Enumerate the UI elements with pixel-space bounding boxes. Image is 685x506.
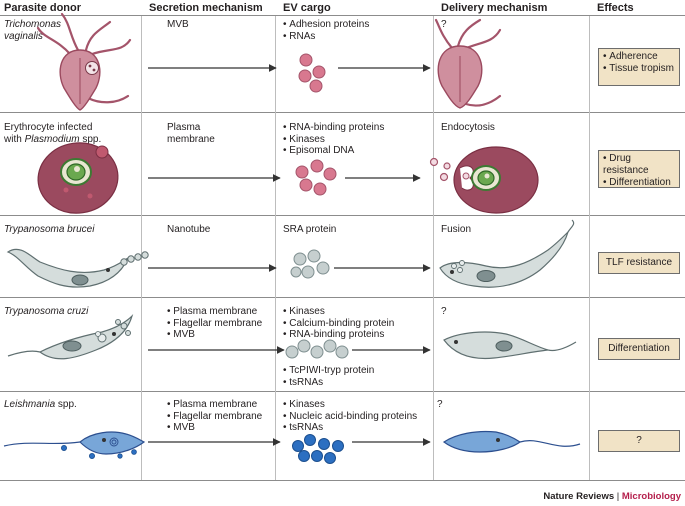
row5-cargo-list: Kinases Nucleic acid-binding proteins ts… — [283, 399, 417, 434]
row3-cargo: SRA protein — [283, 224, 337, 235]
trypanosoma-cruzi-donor-icon — [7, 313, 134, 360]
row4-secretion-item: MVB — [167, 329, 262, 341]
row5-secretion-item: Flagellar membrane — [167, 411, 262, 423]
header-secretion-mechanism: Secretion mechanism — [149, 2, 263, 14]
row2-donor-line1: Erythrocyte infected — [4, 122, 93, 133]
row1-delivery: ? — [441, 19, 447, 30]
row-divider-2 — [0, 215, 685, 216]
row2-cargo-item: RNA-binding proteins — [283, 122, 384, 134]
publisher-name: Nature Reviews — [543, 491, 615, 502]
row-divider-1 — [0, 112, 685, 113]
plasmodium-erythrocyte-donor-icon — [37, 142, 119, 214]
row3-secretion: Nanotube — [167, 224, 211, 235]
row2-ev-vesicles — [295, 159, 337, 196]
trypanosoma-brucei-recipient-icon — [439, 219, 575, 288]
row5-cargo-item: Kinases — [283, 399, 417, 411]
header-parasite-donor: Parasite donor — [4, 2, 82, 14]
row1-cargo-list: Adhesion proteins RNAs — [283, 19, 369, 42]
trypanosoma-cruzi-recipient-icon — [443, 331, 577, 360]
row4-cargo-item: TcPIWI-tryp protein — [283, 365, 374, 377]
row1-effect-item: Tissue tropism — [603, 63, 675, 75]
bottom-rule — [0, 480, 685, 481]
row-divider-4 — [0, 391, 685, 392]
header-effects: Effects — [597, 2, 634, 14]
row3-ev-vesicles — [290, 249, 330, 279]
row4-effects-box: Differentiation — [598, 338, 680, 360]
row2-donor: Erythrocyte infected with Plasmodium spp… — [4, 122, 101, 145]
row5-effects-box: ? — [598, 430, 680, 452]
row5-secretion-item: MVB — [167, 422, 262, 434]
row-divider-3 — [0, 297, 685, 298]
row4-delivery: ? — [441, 306, 447, 317]
row5-donor-suffix: spp. — [55, 399, 77, 410]
row4-cargo-item: tsRNAs — [283, 377, 374, 389]
row2-cargo-item: Kinases — [283, 134, 384, 146]
row4-cargo-item: RNA-binding proteins — [283, 329, 394, 341]
leishmania-recipient-icon — [442, 430, 581, 453]
row5-ev-vesicles — [292, 434, 344, 464]
row3-donor: Trypanosoma brucei — [4, 224, 95, 235]
row3-delivery: Fusion — [441, 224, 472, 235]
row2-effect-item: Drug resistance — [603, 153, 675, 177]
row1-ev-vesicles — [298, 53, 326, 93]
row1-effects-box: Adherence Tissue tropism — [598, 48, 680, 86]
row2-donor-prefix: with — [4, 133, 25, 145]
row1-donor: Trichomonas vaginalis — [4, 19, 61, 42]
trypanosoma-brucei-donor-icon — [6, 248, 149, 288]
header-delivery-mechanism: Delivery mechanism — [441, 2, 548, 14]
row4-secretion-item: Flagellar membrane — [167, 318, 262, 330]
row5-cargo-item: Nucleic acid-binding proteins — [283, 411, 417, 423]
row1-donor-line2: vaginalis — [4, 30, 43, 42]
row2-delivery: Endocytosis — [441, 122, 495, 133]
row1-donor-line1: Trichomonas — [4, 19, 62, 30]
row1-effect-item: Adherence — [603, 51, 675, 63]
row2-secretion-line1: Plasma — [167, 122, 201, 133]
row5-cargo-item: tsRNAs — [283, 422, 417, 434]
row4-secretion-item: Plasma membrane — [167, 306, 262, 318]
row1-secretion: MVB — [167, 19, 189, 30]
leishmania-donor-icon — [3, 431, 146, 459]
row2-secretion: Plasma membrane — [167, 122, 215, 145]
trichomonas-donor-icon — [36, 12, 132, 111]
row4-cargo-item: Kinases — [283, 306, 394, 318]
plasmodium-erythrocyte-recipient-icon — [453, 146, 539, 214]
row5-donor-genus: Leishmania — [4, 399, 56, 410]
header-ev-cargo: EV cargo — [283, 2, 331, 14]
row5-secretion-list: Plasma membrane Flagellar membrane MVB — [167, 399, 262, 434]
row4-secretion-list: Plasma membrane Flagellar membrane MVB — [167, 306, 262, 341]
row4-cargo-item: Calcium-binding protein — [283, 318, 394, 330]
row2-endocytosed-vesicles — [429, 157, 451, 182]
column-divider-3 — [433, 16, 434, 480]
row5-delivery: ? — [437, 399, 443, 410]
column-divider-4 — [589, 16, 590, 480]
row2-donor-suffix: spp. — [79, 133, 102, 145]
journal-credit: Nature Reviews | Microbiology — [543, 491, 681, 502]
column-divider-2 — [275, 16, 276, 480]
row5-secretion-item: Plasma membrane — [167, 399, 262, 411]
journal-name: Microbiology — [621, 491, 681, 502]
row3-effects-box: TLF resistance — [598, 252, 680, 274]
column-divider-1 — [141, 16, 142, 480]
row1-cargo-item: RNAs — [283, 31, 369, 43]
row4-cargo-extra-list: TcPIWI-tryp protein tsRNAs — [283, 365, 374, 388]
row2-cargo-list: RNA-binding proteins Kinases Episomal DN… — [283, 122, 384, 157]
row5-donor: Leishmania spp. — [4, 399, 77, 411]
row1-cargo-item: Adhesion proteins — [283, 19, 369, 31]
row2-secretion-line2: membrane — [167, 133, 215, 145]
row2-donor-genus: Plasmodium — [24, 133, 80, 145]
credit-separator: | — [614, 491, 622, 502]
row2-cargo-item: Episomal DNA — [283, 145, 384, 157]
row2-effects-box: Drug resistance Differentiation — [598, 150, 680, 188]
row4-donor: Trypanosoma cruzi — [4, 306, 89, 317]
header-rule — [0, 15, 685, 16]
trichomonas-recipient-icon — [434, 18, 502, 109]
row4-cargo-list: Kinases Calcium-binding protein RNA-bind… — [283, 306, 394, 341]
row4-ev-vesicles — [285, 339, 349, 359]
row2-effect-item: Differentiation — [603, 177, 675, 189]
